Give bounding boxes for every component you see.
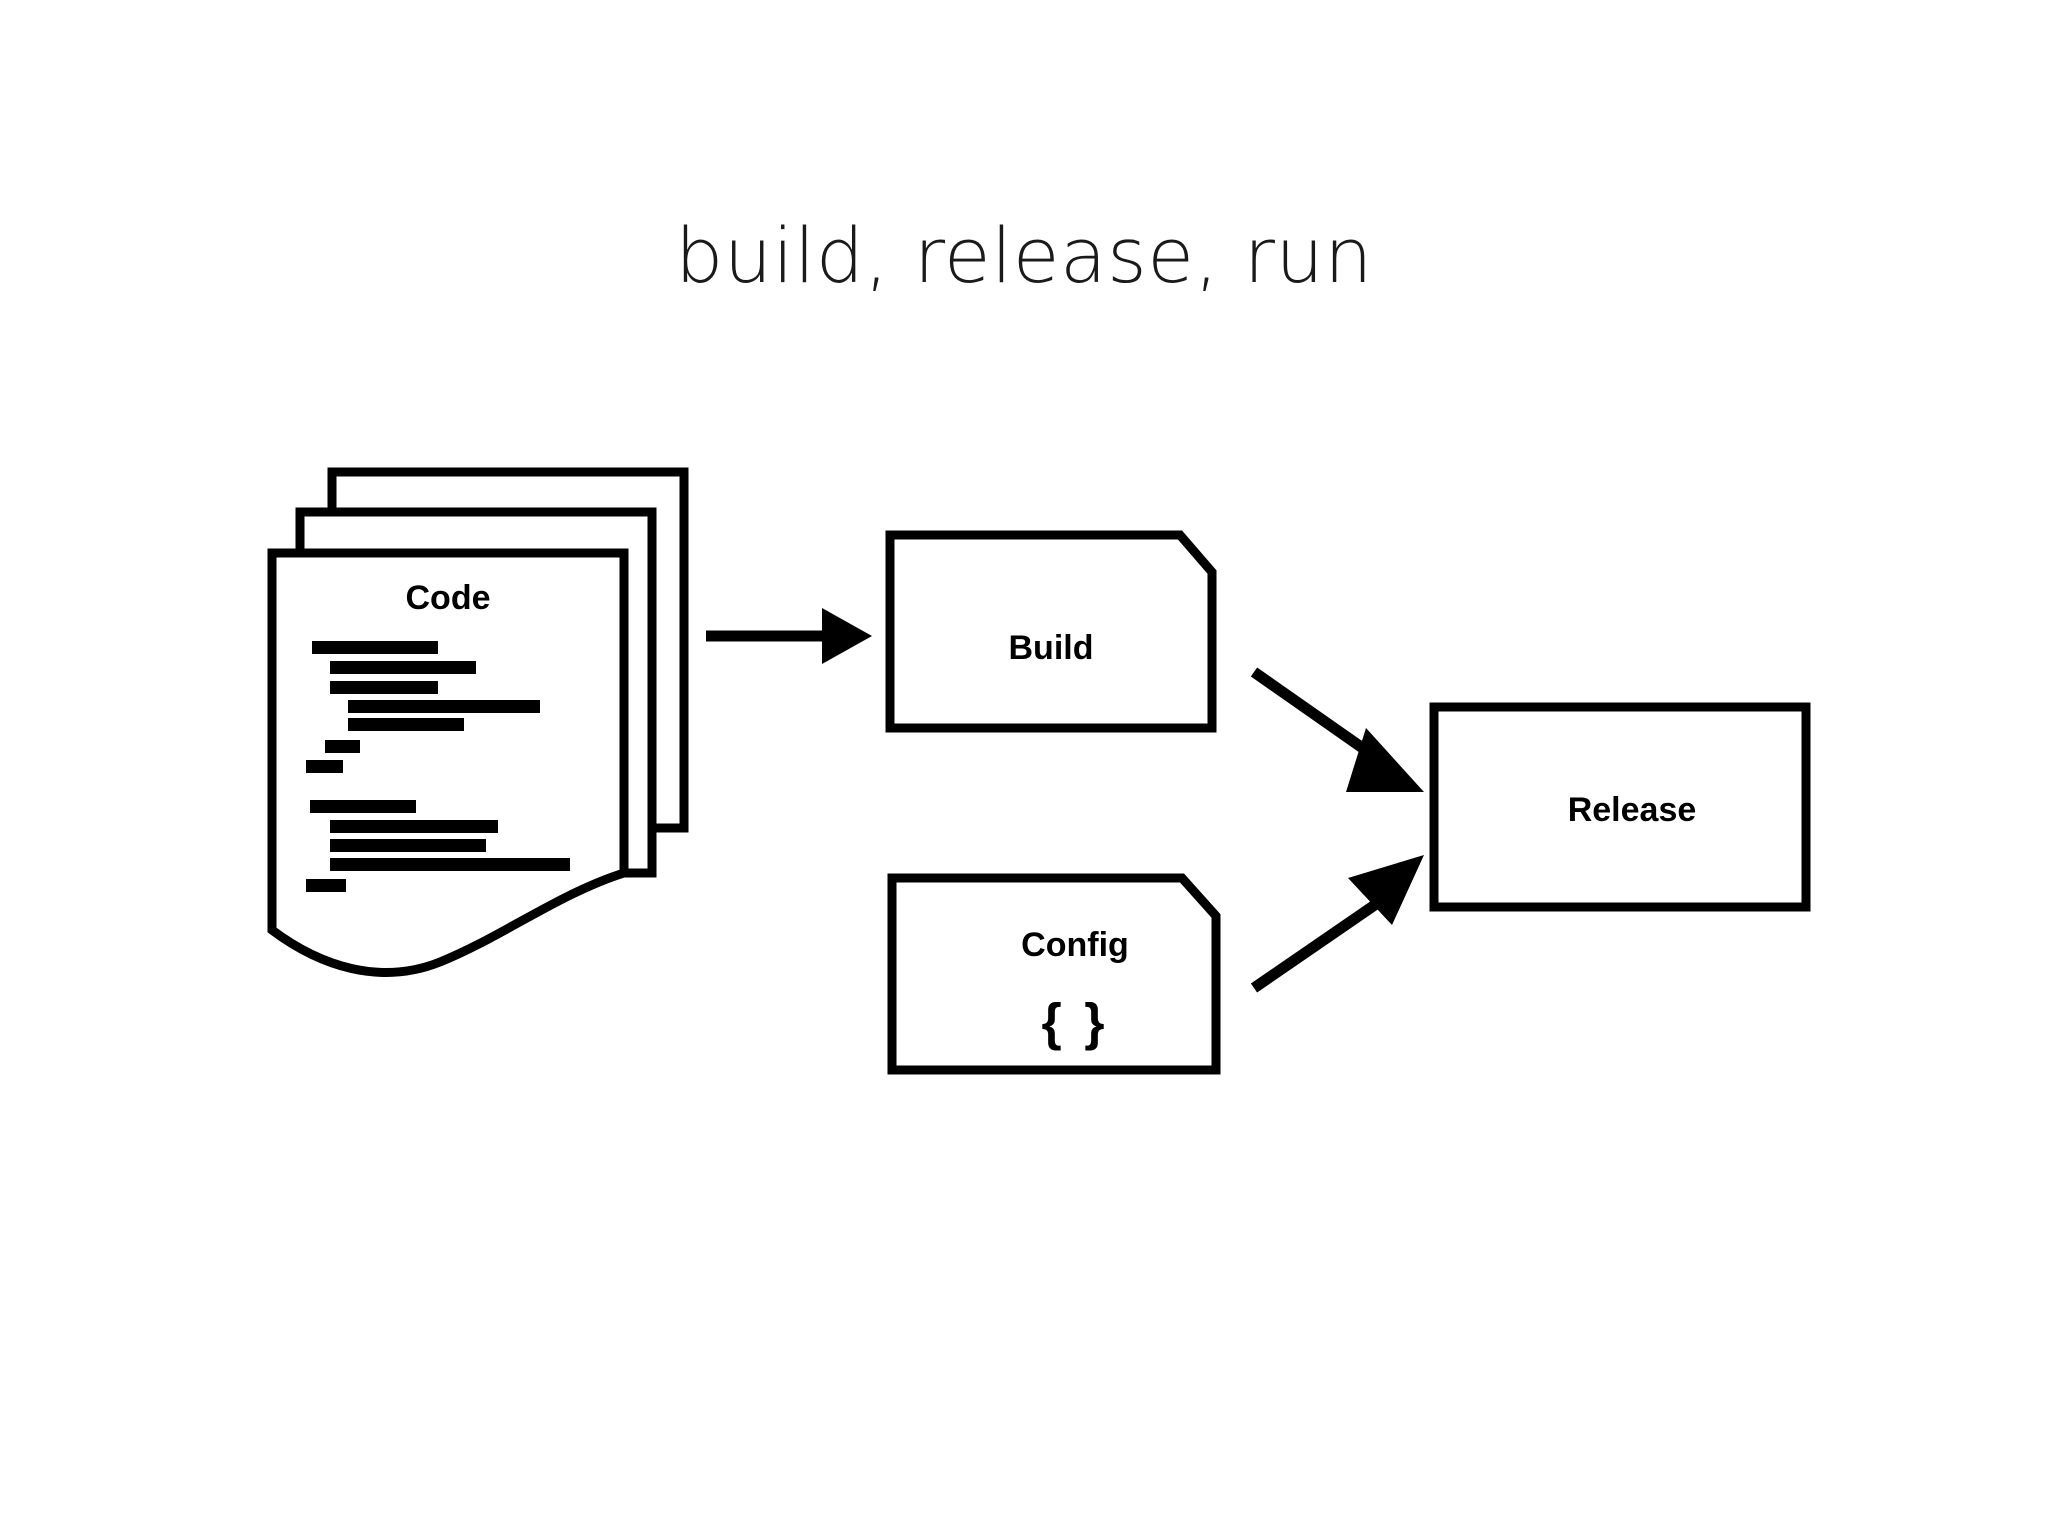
node-build[interactable]: Build <box>885 530 1217 733</box>
config-shape <box>887 873 1221 1075</box>
code-label: Code <box>406 579 491 617</box>
release-shape <box>1429 702 1811 912</box>
node-code[interactable]: Code <box>267 467 689 977</box>
release-label: Release <box>1568 791 1697 829</box>
config-braces-label: { } <box>1042 994 1109 1052</box>
build-label: Build <box>1009 629 1094 667</box>
edge-build-to-release <box>1250 667 1424 792</box>
node-release[interactable]: Release <box>1429 702 1811 912</box>
build-shape <box>885 530 1217 733</box>
code-text-lines <box>306 641 570 892</box>
node-config[interactable]: Config { } <box>887 873 1221 1075</box>
page-title: build, release, run <box>675 211 1373 300</box>
edge-code-to-build <box>706 608 872 664</box>
edge-config-to-release <box>1250 855 1424 993</box>
config-label: Config <box>1021 926 1129 964</box>
